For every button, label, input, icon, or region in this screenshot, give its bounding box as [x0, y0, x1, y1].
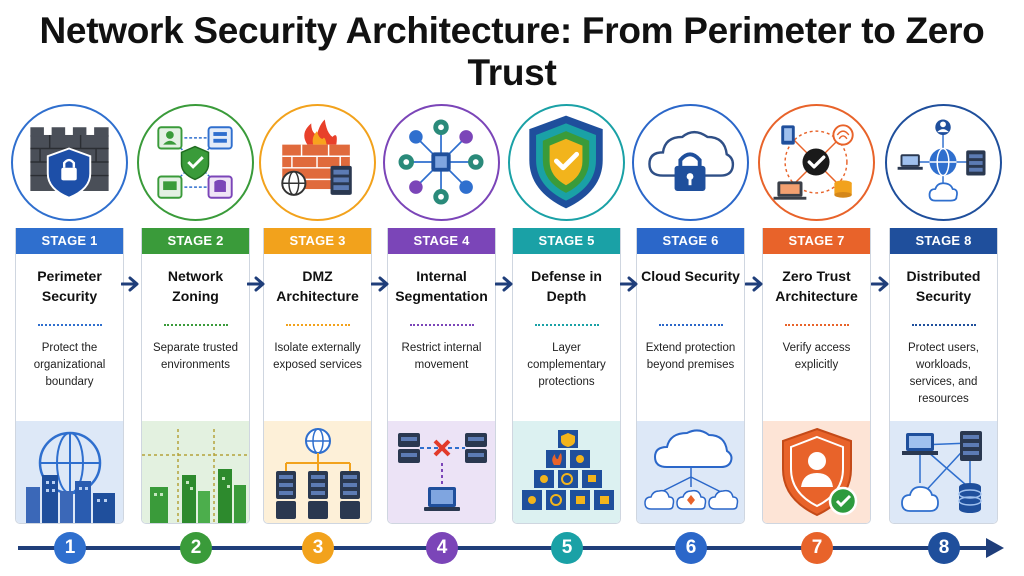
page-title: Network Security Architecture: From Peri… — [39, 10, 985, 93]
divider — [911, 324, 976, 326]
stage-card: STAGE 6 Cloud Security Extend protection… — [636, 228, 745, 524]
fortress-wall-shield-icon — [11, 104, 128, 221]
stage-card: STAGE 7 Zero Trust Architecture Verify a… — [762, 228, 871, 524]
timeline — [0, 528, 1024, 568]
layered-blocks-illustration — [513, 421, 620, 523]
stage-4: STAGE 4 Internal Segmentation Restrict i… — [383, 104, 500, 524]
divider — [37, 324, 102, 326]
stage-8: STAGE 8 Distributed Security Protect use… — [885, 104, 1002, 524]
distributed-resources-illustration — [890, 421, 997, 523]
stage-description: Separate trusted environments — [152, 342, 239, 371]
stage-band: STAGE 7 — [763, 228, 870, 254]
stage-5: STAGE 5 Defense in Depth Layer complemen… — [508, 104, 625, 524]
arrow-right-icon — [745, 276, 763, 292]
blocked-servers-illustration — [388, 421, 495, 523]
stage-description: Layer complementary protections — [527, 342, 606, 388]
stage-card: STAGE 5 Defense in Depth Layer complemen… — [512, 228, 621, 524]
arrow-right-icon — [121, 276, 139, 292]
divider — [784, 324, 849, 326]
stage-card: STAGE 3 DMZ Architecture Isolate externa… — [263, 228, 372, 524]
divider — [163, 324, 228, 326]
stage-number-badge: 5 — [551, 532, 583, 564]
stage-name: Distributed Security — [906, 268, 981, 304]
stage-name: DMZ Architecture — [276, 268, 359, 304]
stage-number-badge: 8 — [928, 532, 960, 564]
stage-card: STAGE 1 Perimeter Security Protect the o… — [15, 228, 124, 524]
divider — [534, 324, 599, 326]
user-shield-check-illustration — [763, 421, 870, 523]
stage-7: STAGE 7 Zero Trust Architecture Verify a… — [758, 104, 875, 524]
stage-description: Extend protection beyond premises — [645, 342, 736, 371]
stage-name: Defense in Depth — [531, 268, 602, 304]
stage-description: Protect users, workloads, services, and … — [908, 342, 979, 405]
stage-description: Verify access explicitly — [782, 342, 851, 371]
city-globe-illustration — [16, 421, 123, 523]
divider — [658, 324, 723, 326]
arrow-right-icon — [495, 276, 513, 292]
dmz-servers-illustration — [264, 421, 371, 523]
stages-row: STAGE 1 Perimeter Security Protect the o… — [11, 104, 1009, 524]
stage-band: STAGE 4 — [388, 228, 495, 254]
stage-band: STAGE 8 — [890, 228, 997, 254]
distributed-globe-icon — [885, 104, 1002, 221]
stage-name: Zero Trust Architecture — [775, 268, 858, 304]
zoned-city-illustration — [142, 421, 249, 523]
verified-devices-icon — [758, 104, 875, 221]
stage-card: STAGE 8 Distributed Security Protect use… — [889, 228, 998, 524]
stage-name: Internal Segmentation — [395, 268, 488, 304]
arrow-right-icon — [620, 276, 638, 292]
stage-band: STAGE 1 — [16, 228, 123, 254]
stage-name: Cloud Security — [641, 268, 740, 284]
stage-number-badge: 2 — [180, 532, 212, 564]
stage-card: STAGE 2 Network Zoning Separate trusted … — [141, 228, 250, 524]
stage-band: STAGE 6 — [637, 228, 744, 254]
stage-description: Restrict internal movement — [401, 342, 482, 371]
divider — [285, 324, 350, 326]
stage-card: STAGE 4 Internal Segmentation Restrict i… — [387, 228, 496, 524]
stage-description: Isolate externally exposed services — [273, 342, 362, 371]
cloud-network-illustration — [637, 421, 744, 523]
arrow-right-icon — [871, 276, 889, 292]
stage-band: STAGE 2 — [142, 228, 249, 254]
zone-network-shield-icon — [137, 104, 254, 221]
arrow-right-icon — [247, 276, 265, 292]
stage-band: STAGE 5 — [513, 228, 620, 254]
arrow-right-icon — [371, 276, 389, 292]
stage-band: STAGE 3 — [264, 228, 371, 254]
layered-shield-check-icon — [508, 104, 625, 221]
stage-name: Perimeter Security — [37, 268, 102, 304]
stage-2: STAGE 2 Network Zoning Separate trusted … — [137, 104, 254, 524]
stage-number-badge: 1 — [54, 532, 86, 564]
stage-number-badge: 3 — [302, 532, 334, 564]
stage-3: STAGE 3 DMZ Architecture Isolate externa… — [259, 104, 376, 524]
network-hub-icon — [383, 104, 500, 221]
stage-name: Network Zoning — [167, 268, 224, 304]
firewall-globe-server-icon — [259, 104, 376, 221]
divider — [409, 324, 474, 326]
cloud-lock-icon — [632, 104, 749, 221]
stage-number-badge: 4 — [426, 532, 458, 564]
stage-number-badge: 6 — [675, 532, 707, 564]
stage-6: STAGE 6 Cloud Security Extend protection… — [632, 104, 749, 524]
stage-number-badge: 7 — [801, 532, 833, 564]
stage-1: STAGE 1 Perimeter Security Protect the o… — [11, 104, 128, 524]
stage-description: Protect the organizational boundary — [33, 342, 106, 388]
